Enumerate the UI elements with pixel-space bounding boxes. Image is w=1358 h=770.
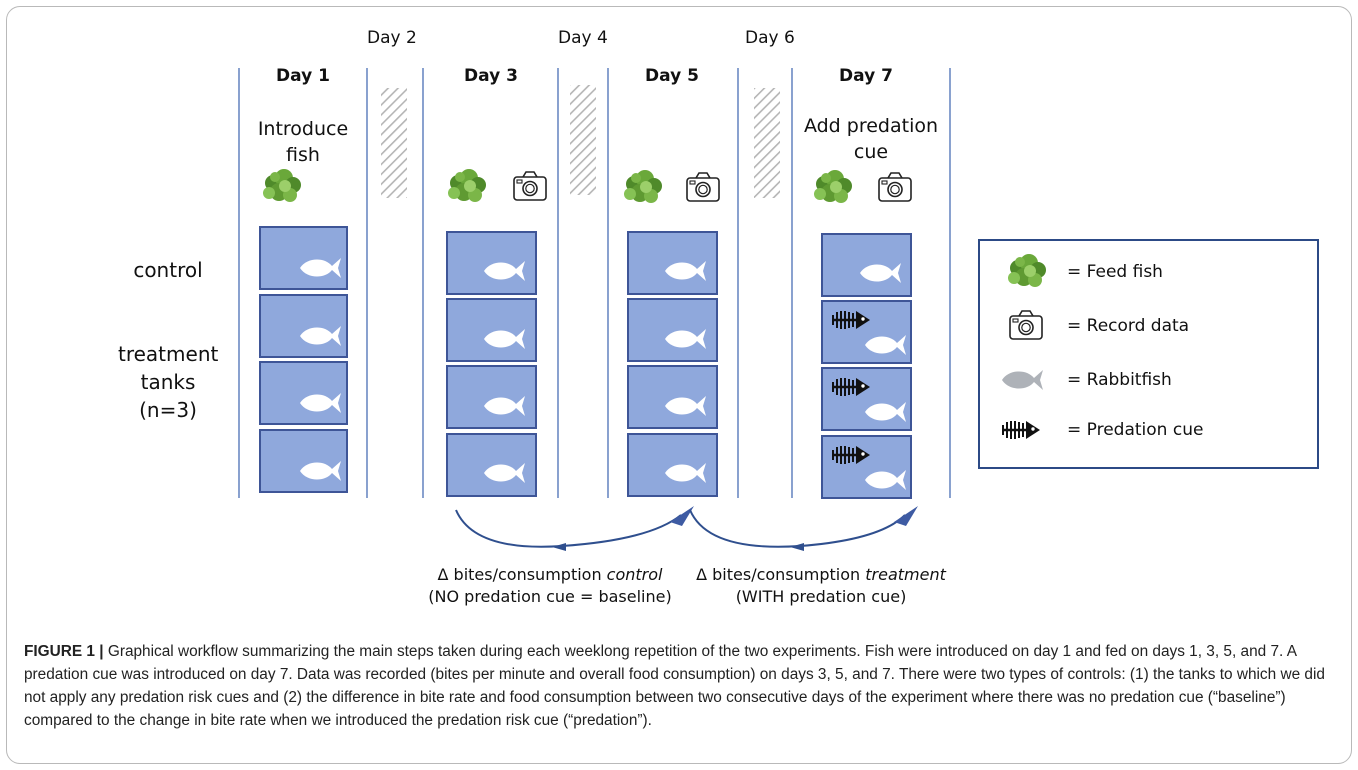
comparison-prefix: Δ bites/consumption [696, 565, 866, 584]
action-line: fish [286, 144, 320, 166]
feed-icon [814, 170, 852, 203]
treatment-label-line: treatment [118, 342, 219, 366]
tank [627, 433, 718, 497]
tank-column-day-7 [821, 233, 912, 499]
action-line: Add predation [803, 115, 939, 137]
feed-icon [624, 170, 662, 203]
tank-column-day-5 [627, 231, 718, 497]
tank [821, 435, 912, 499]
tank [821, 233, 912, 297]
tank [821, 367, 912, 431]
figure-caption: FIGURE 1 | Graphical workflow summarizin… [24, 640, 1342, 732]
caption-text: Graphical workflow summarizing the main … [24, 643, 1325, 729]
comparison-note: (NO predation cue = baseline) [428, 587, 672, 606]
tank [446, 433, 537, 497]
day-header: Day 5 [645, 66, 699, 86]
control-row-label: control [133, 258, 203, 282]
gap-day-label: Day 2 [367, 28, 417, 48]
tank [446, 298, 537, 362]
comparison-line: Δ bites/consumption treatment [676, 564, 966, 586]
figure-frame [6, 6, 1352, 764]
tank-column-day-1 [259, 226, 348, 493]
feed-icon [263, 169, 301, 202]
legend-cue-label: = Predation cue [1067, 420, 1204, 440]
action-line: Introduce [257, 118, 349, 140]
feed-icon [448, 169, 486, 202]
gap-day-4-bar [570, 85, 596, 195]
day-7-action: Add predation cue [793, 113, 949, 165]
camera-icon [878, 172, 912, 202]
gap-day-label: Day 4 [558, 28, 608, 48]
camera-icon [513, 171, 547, 201]
legend-feed-label: = Feed fish [1067, 262, 1163, 282]
gap-day-2-bar [381, 88, 407, 198]
day-header: Day 3 [464, 66, 518, 86]
comparison-arrow-treatment [689, 509, 906, 548]
gap-day-6-bar [754, 88, 780, 198]
treatment-comparison-label: Δ bites/consumption treatment (WITH pred… [676, 564, 966, 608]
caption-label: FIGURE 1 | [24, 643, 104, 660]
tank [259, 294, 348, 358]
comparison-arrow-control [455, 509, 682, 548]
treatment-label-line: tanks [140, 370, 196, 394]
column-dividers [238, 68, 951, 498]
legend-record-label: = Record data [1067, 316, 1190, 336]
tank [821, 300, 912, 364]
day-1-action: Introduce fish [240, 116, 366, 168]
action-line: cue [853, 141, 889, 163]
day-header: Day 1 [276, 66, 330, 86]
arrowhead [790, 543, 804, 551]
tank [627, 231, 718, 295]
tank [259, 429, 348, 493]
comparison-italic: treatment [865, 565, 946, 584]
arrowhead [894, 506, 918, 526]
legend-rabbitfish-label: = Rabbitfish [1067, 370, 1172, 390]
arrowhead [670, 506, 694, 526]
treatment-row-label: treatment tanks (n=3) [118, 340, 218, 424]
day-header: Day 7 [839, 66, 893, 86]
comparison-italic: control [606, 565, 663, 584]
tank [446, 365, 537, 429]
treatment-label-line: (n=3) [139, 398, 197, 422]
workflow-diagram [238, 68, 1319, 551]
tank [627, 298, 718, 362]
comparison-note: (WITH predation cue) [735, 587, 907, 606]
control-comparison-label: Δ bites/consumption control (NO predatio… [400, 564, 700, 608]
tank [259, 361, 348, 425]
tank [446, 231, 537, 295]
comparison-prefix: Δ bites/consumption [437, 565, 607, 584]
comparison-line: Δ bites/consumption control [400, 564, 700, 586]
tank [627, 365, 718, 429]
tank [259, 226, 348, 290]
camera-icon [686, 172, 720, 202]
tank-column-day-3 [446, 231, 537, 497]
gap-day-label: Day 6 [745, 28, 795, 48]
arrowhead [552, 543, 566, 551]
